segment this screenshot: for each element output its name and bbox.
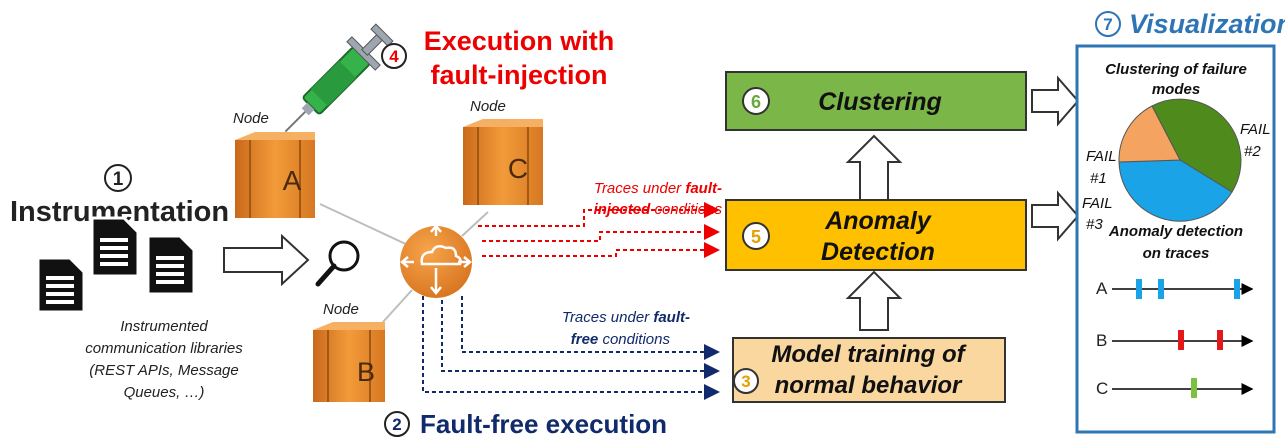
- faulty-traces-label: Traces under fault- injected conditions: [594, 180, 723, 218]
- fail3-label-b: #3: [1086, 216, 1103, 233]
- timeline-c-label: C: [1096, 379, 1108, 398]
- node-a: Node A: [233, 110, 315, 218]
- pie-slice-fail2: [1151, 98, 1242, 193]
- node-c: Node C: [463, 98, 543, 205]
- anomaly-marker: [1158, 279, 1164, 299]
- free-traces-line1a: Traces under: [562, 309, 653, 326]
- document-icon: [90, 216, 140, 278]
- pie-slice-fail1: [1118, 105, 1181, 163]
- timeline-a-label: A: [1096, 279, 1108, 298]
- pie-labels: FAIL #1 FAIL #2 FAIL #3: [1082, 121, 1271, 233]
- svg-text:free conditions: free conditions: [571, 331, 671, 348]
- anomaly-label-line2: Detection: [821, 238, 935, 266]
- right-arrow-icon: [1031, 190, 1080, 242]
- free-traces-label: Traces under fault- free conditions: [562, 309, 690, 348]
- step2-badge: 2: [384, 411, 410, 437]
- fail3-label-a: FAIL: [1082, 195, 1113, 212]
- node-c-caption: Node: [470, 98, 506, 115]
- clustering-chart-title2: modes: [1152, 81, 1200, 98]
- anomaly-chart-title2: on traces: [1143, 245, 1210, 262]
- node-b: Node B: [313, 301, 385, 402]
- trace-timeline-c: C: [1096, 378, 1254, 398]
- svg-text:Traces under fault-: Traces under fault-: [594, 180, 722, 197]
- faulty-traces-line1a: Traces under: [594, 180, 685, 197]
- faulty-traces-line2a: injected: [594, 201, 652, 218]
- right-arrow-icon: [1031, 75, 1080, 127]
- step7-number: 7: [1103, 15, 1112, 34]
- document-icons: [36, 216, 196, 314]
- magnifier-icon: [315, 240, 360, 287]
- document-icon: [36, 256, 86, 314]
- model-training-box: Model training of normal behavior 3: [732, 337, 1006, 403]
- clustering-label: Clustering: [818, 88, 942, 116]
- step7-badge: 7: [1095, 11, 1121, 37]
- free-trace-arrows: [422, 296, 720, 400]
- pie-slice-fail3: [1118, 159, 1233, 222]
- step1-badge: 1: [104, 164, 132, 192]
- free-traces-line1b: fault-: [653, 309, 690, 326]
- document-icon: [146, 234, 196, 296]
- fail2-label-a: FAIL: [1240, 121, 1271, 138]
- clustering-box: 6 Clustering: [725, 71, 1027, 131]
- libraries-line2: communication libraries: [85, 340, 243, 357]
- step6-number: 6: [751, 92, 761, 112]
- anomaly-label-line1: Anomaly: [824, 207, 932, 235]
- node-b-caption: Node: [323, 301, 359, 318]
- libraries-line1: Instrumented: [120, 318, 208, 335]
- anomaly-marker: [1136, 279, 1142, 299]
- anomaly-marker: [1234, 279, 1240, 299]
- faulty-traces-line1b: fault-: [685, 180, 722, 197]
- model-training-line2: normal behavior: [775, 372, 963, 399]
- anomaly-marker: [1217, 330, 1223, 350]
- trace-timeline-a: A: [1096, 279, 1254, 299]
- up-arrow-icon: [845, 270, 903, 331]
- step4-title-line1: Execution with: [424, 26, 615, 56]
- step2-title: Fault-free execution: [420, 409, 667, 439]
- step1-number: 1: [113, 169, 124, 190]
- libraries-line4: Queues, …): [124, 384, 205, 401]
- libraries-line3: (REST APIs, Message: [89, 362, 239, 379]
- step4-number: 4: [389, 47, 399, 66]
- faulty-trace-arrows: [478, 202, 720, 258]
- step3-number: 3: [741, 372, 750, 391]
- fail2-label-b: #2: [1244, 143, 1261, 160]
- up-arrow-icon: [845, 134, 903, 201]
- syringe-icon: [284, 23, 394, 133]
- clustering-chart-title1: Clustering of failure: [1105, 61, 1247, 78]
- anomaly-marker: [1178, 330, 1184, 350]
- fail1-label-b: #1: [1090, 170, 1107, 187]
- router-icon: [400, 224, 472, 298]
- visualization-title: Visualization: [1129, 9, 1285, 39]
- node-links: [319, 203, 489, 323]
- node-b-letter: B: [357, 357, 375, 387]
- libraries-caption: Instrumented communication libraries (RE…: [85, 318, 243, 401]
- timeline-b-label: B: [1096, 331, 1107, 350]
- anomaly-chart-title1: Anomaly detection: [1108, 223, 1243, 240]
- anomaly-marker: [1191, 378, 1197, 398]
- svg-text:Traces under fault-: Traces under fault-: [562, 309, 690, 326]
- fail1-label-a: FAIL: [1086, 148, 1117, 165]
- step4-title-line2: fault-injection: [431, 60, 608, 90]
- free-traces-line2a: free: [571, 331, 599, 348]
- instrument-arrow-icon: [223, 233, 310, 287]
- free-traces-line2b: conditions: [598, 331, 670, 348]
- node-a-letter: A: [283, 165, 302, 196]
- node-a-caption: Node: [233, 110, 269, 127]
- failure-pie-chart: [1118, 98, 1242, 222]
- trace-timeline-b: B: [1096, 330, 1254, 350]
- step5-number: 5: [751, 227, 761, 247]
- model-training-line1: Model training of: [771, 341, 966, 368]
- step2-number: 2: [392, 415, 401, 434]
- step4-badge: 4: [381, 43, 407, 69]
- node-c-letter: C: [508, 153, 528, 184]
- anomaly-box: 5 Anomaly Detection: [725, 199, 1027, 271]
